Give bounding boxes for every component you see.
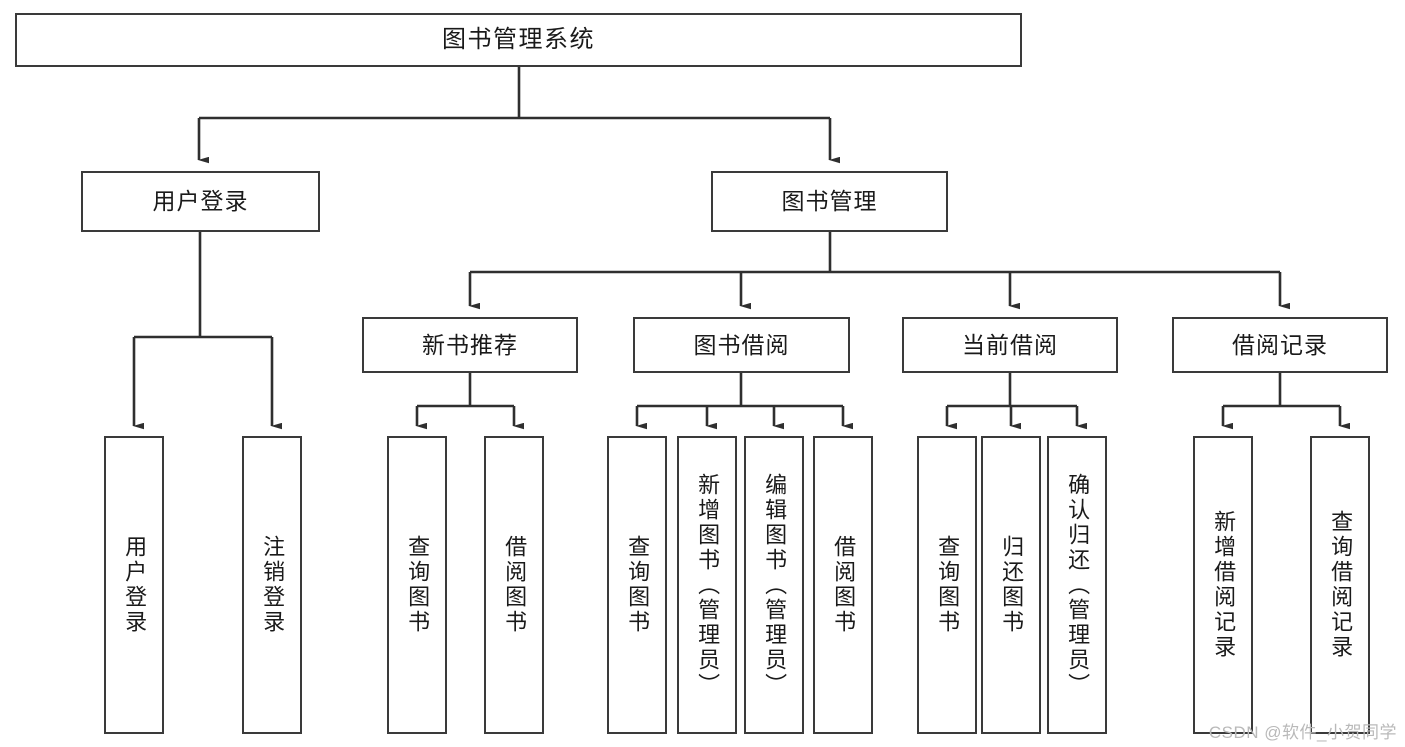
- node-current-borrow[interactable]: 当前借阅: [902, 317, 1118, 373]
- leaf-record-query[interactable]: 查询借阅记录: [1310, 436, 1370, 734]
- node-book-borrow[interactable]: 图书借阅: [633, 317, 850, 373]
- leaf-borrow-add-book[interactable]: 新增图书（管理员）: [677, 436, 737, 734]
- node-book-management[interactable]: 图书管理: [711, 171, 948, 232]
- leaf-current-query-book[interactable]: 查询图书: [917, 436, 977, 734]
- node-label: 注销登录: [260, 535, 286, 635]
- leaf-borrow-query-book[interactable]: 查询图书: [607, 436, 667, 734]
- node-label: 归还图书: [999, 535, 1025, 635]
- leaf-borrow-edit-book[interactable]: 编辑图书（管理员）: [744, 436, 804, 734]
- node-label: 借阅记录: [1232, 331, 1328, 358]
- node-label: 查询图书: [405, 535, 431, 635]
- leaf-record-add[interactable]: 新增借阅记录: [1193, 436, 1253, 734]
- node-label: 查询借阅记录: [1328, 510, 1354, 660]
- csdn-watermark: CSDN @软件_小贺同学: [1208, 723, 1397, 742]
- node-label: 新书推荐: [422, 331, 518, 358]
- leaf-user-login-signout[interactable]: 注销登录: [242, 436, 302, 734]
- leaf-current-confirm-return[interactable]: 确认归还（管理员）: [1047, 436, 1107, 734]
- node-new-book-recommend[interactable]: 新书推荐: [362, 317, 578, 373]
- node-label: 图书借阅: [693, 331, 790, 358]
- node-label: 图书管理系统: [442, 26, 595, 54]
- node-label: 用户登录: [152, 188, 249, 215]
- node-borrow-record[interactable]: 借阅记录: [1172, 317, 1388, 373]
- node-root-system[interactable]: 图书管理系统: [15, 13, 1022, 67]
- node-label: 用户登录: [122, 535, 148, 635]
- node-label: 借阅图书: [502, 535, 528, 635]
- leaf-new-book-query[interactable]: 查询图书: [387, 436, 447, 734]
- node-label: 查询图书: [935, 535, 961, 635]
- node-label: 确认归还（管理员）: [1065, 472, 1091, 698]
- node-label: 新增图书（管理员）: [695, 472, 721, 698]
- node-label: 查询图书: [625, 535, 651, 635]
- node-user-login[interactable]: 用户登录: [81, 171, 320, 232]
- node-label: 新增借阅记录: [1211, 510, 1237, 660]
- leaf-user-login-signin[interactable]: 用户登录: [104, 436, 164, 734]
- node-label: 图书管理: [781, 188, 878, 215]
- node-label: 编辑图书（管理员）: [762, 472, 788, 698]
- leaf-new-book-borrow[interactable]: 借阅图书: [484, 436, 544, 734]
- node-label: 当前借阅: [962, 331, 1058, 358]
- leaf-current-return-book[interactable]: 归还图书: [981, 436, 1041, 734]
- leaf-borrow-borrow-book[interactable]: 借阅图书: [813, 436, 873, 734]
- node-label: 借阅图书: [831, 535, 857, 635]
